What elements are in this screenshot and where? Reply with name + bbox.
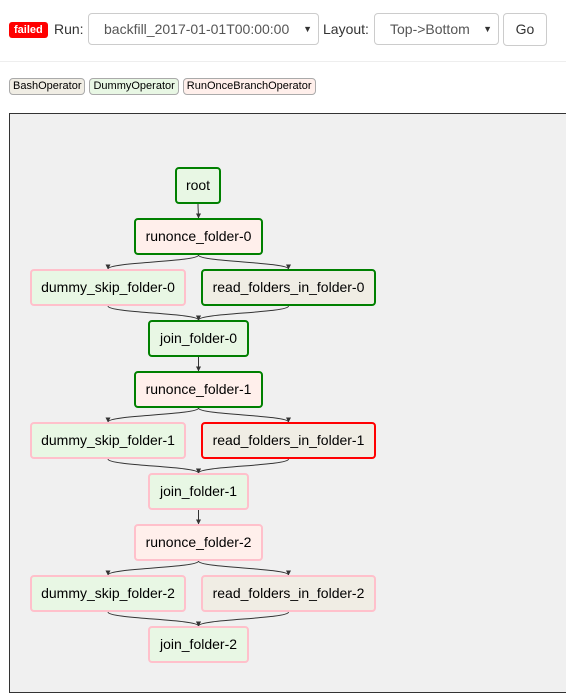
task-node-root[interactable]: root bbox=[175, 167, 221, 204]
edge-read_folders_in_folder-0-to-join_folder-0 bbox=[196, 305, 289, 321]
task-node-dummy-skip-folder-0[interactable]: dummy_skip_folder-0 bbox=[30, 269, 186, 306]
edge-runonce_folder-0-to-read_folders_in_folder-0 bbox=[198, 254, 291, 270]
edge-runonce_folder-2-to-read_folders_in_folder-2 bbox=[198, 560, 291, 576]
edge-runonce_folder-2-to-dummy_skip_folder-2 bbox=[105, 560, 199, 576]
task-node-read-folders-in-folder-1[interactable]: read_folders_in_folder-1 bbox=[201, 422, 376, 459]
layout-select-value: Top->Bottom bbox=[390, 21, 470, 37]
operator-legend: BashOperator DummyOperator RunOnceBranch… bbox=[9, 78, 316, 95]
task-node-join-folder-2[interactable]: join_folder-2 bbox=[148, 626, 249, 663]
edge-dummy_skip_folder-1-to-join_folder-1 bbox=[107, 458, 201, 474]
edge-dummy_skip_folder-2-to-join_folder-2 bbox=[107, 611, 201, 627]
task-node-runonce-folder-1[interactable]: runonce_folder-1 bbox=[134, 371, 263, 408]
status-badge: failed bbox=[9, 22, 48, 38]
layout-label: Layout: bbox=[323, 21, 369, 37]
edge-read_folders_in_folder-2-to-join_folder-2 bbox=[196, 611, 289, 627]
task-node-join-folder-1[interactable]: join_folder-1 bbox=[148, 473, 249, 510]
task-node-runonce-folder-2[interactable]: runonce_folder-2 bbox=[134, 524, 263, 561]
legend-item-runonce-branch-operator: RunOnceBranchOperator bbox=[182, 78, 316, 95]
edge-runonce_folder-1-to-dummy_skip_folder-1 bbox=[105, 407, 199, 423]
edge-runonce_folder-1-to-read_folders_in_folder-1 bbox=[198, 407, 291, 423]
run-select-value: backfill_2017-01-01T00:00:00 bbox=[104, 21, 290, 37]
run-select[interactable]: backfill_2017-01-01T00:00:00 ▼ bbox=[88, 13, 319, 45]
legend-item-dummy-operator: DummyOperator bbox=[89, 78, 179, 95]
task-node-dummy-skip-folder-2[interactable]: dummy_skip_folder-2 bbox=[30, 575, 186, 612]
run-label: Run: bbox=[54, 21, 84, 37]
chevron-down-icon: ▼ bbox=[483, 24, 492, 34]
task-node-dummy-skip-folder-1[interactable]: dummy_skip_folder-1 bbox=[30, 422, 186, 459]
dag-edges bbox=[105, 203, 291, 627]
edge-runonce_folder-0-to-dummy_skip_folder-0 bbox=[105, 254, 199, 270]
edge-read_folders_in_folder-1-to-join_folder-1 bbox=[196, 458, 289, 474]
go-button[interactable]: Go bbox=[503, 13, 547, 46]
layout-select[interactable]: Top->Bottom ▼ bbox=[374, 13, 499, 45]
task-node-join-folder-0[interactable]: join_folder-0 bbox=[148, 320, 249, 357]
legend-item-bash-operator: BashOperator bbox=[9, 78, 86, 95]
edge-root-to-runonce_folder-0 bbox=[195, 203, 201, 219]
task-node-read-folders-in-folder-0[interactable]: read_folders_in_folder-0 bbox=[201, 269, 376, 306]
divider bbox=[0, 61, 566, 62]
task-node-runonce-folder-0[interactable]: runonce_folder-0 bbox=[134, 218, 263, 255]
chevron-down-icon: ▼ bbox=[303, 24, 312, 34]
edge-dummy_skip_folder-0-to-join_folder-0 bbox=[107, 305, 201, 321]
task-node-read-folders-in-folder-2[interactable]: read_folders_in_folder-2 bbox=[201, 575, 376, 612]
